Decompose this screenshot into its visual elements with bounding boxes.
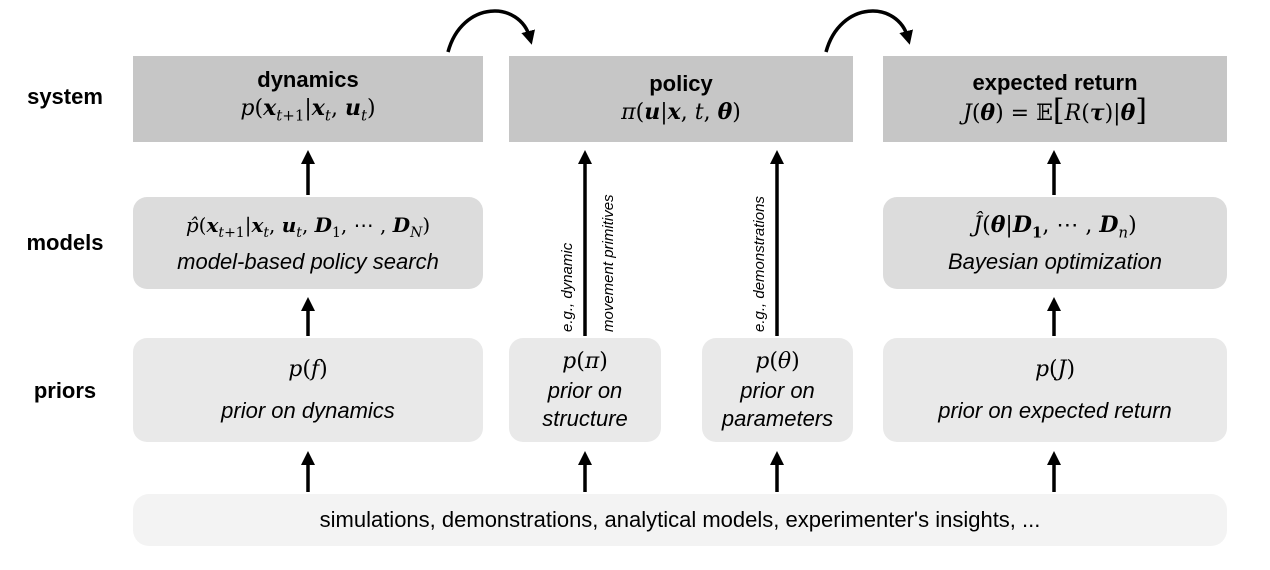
prior-dynamics-label: prior on dynamics [221, 398, 395, 423]
bayesian-optimization-label: Bayesian optimization [947, 248, 1162, 274]
expected-return-title: expected return [972, 69, 1138, 95]
prior-return-box: p(J) prior on expected return [883, 338, 1227, 442]
prior-structure-formula: p(π) [562, 349, 608, 374]
dynamics-box: dynamics p(xt+1|xt, ut) [133, 56, 483, 142]
prior-parameters-box: p(θ) prior on parameters [702, 338, 853, 442]
expected-return-formula: J(θ) = 𝔼[R(τ)|θ] [963, 92, 1147, 128]
sources-bar: simulations, demonstrations, analytical … [133, 494, 1227, 546]
sources-text: simulations, demonstrations, analytical … [319, 507, 1041, 532]
model-based-box: p̂(xt+1|xt, ut, D1, ⋯ , DN) model-based … [133, 197, 483, 289]
expected-return-box: expected return J(θ) = 𝔼[R(τ)|θ] [883, 56, 1227, 142]
policy-box: policy π(u|x, t, θ) [509, 56, 853, 142]
prior-structure-label-2: structure [542, 406, 628, 431]
prior-return-formula: p(J) [1034, 357, 1076, 382]
bayesian-optimization-box: Ĵ(θ|D1, ⋯ , Dn) Bayesian optimization [883, 197, 1227, 289]
curved-arrow-policy-to-expected-return [824, 9, 913, 53]
prior-return-label: prior on expected return [938, 398, 1172, 423]
dynamics-title: dynamics [257, 67, 359, 93]
policy-formula: π(u|x, t, θ) [621, 98, 741, 125]
prior-parameters-label-1: prior on [740, 378, 815, 403]
prior-structure-box: p(π) prior on structure [509, 338, 661, 442]
arrow-label-structure-2: movement primitives [600, 194, 617, 332]
row-label-models: models [26, 230, 104, 255]
curved-arrow-dynamics-to-policy [446, 9, 535, 53]
arrow-label-structure-1: e.g., dynamic [559, 242, 576, 332]
model-based-formula: p̂(xt+1|xt, ut, D1, ⋯ , DN) [185, 213, 431, 241]
policy-title: policy [649, 70, 713, 96]
prior-parameters-label-2: parameters [721, 406, 834, 431]
arrow-label-parameters: e.g., demonstrations [751, 196, 768, 332]
prior-structure-label-1: prior on [547, 378, 623, 403]
bayesian-optimization-formula: Ĵ(θ|D1, ⋯ , Dn) [973, 212, 1137, 242]
model-based-label: model-based policy search [177, 249, 439, 274]
prior-dynamics-box: p(f) prior on dynamics [133, 338, 483, 442]
prior-dynamics-formula: p(f) [288, 357, 328, 382]
prior-parameters-formula: p(θ) [755, 349, 800, 374]
row-label-priors: priors [33, 378, 97, 403]
dynamics-formula: p(xt+1|xt, ut) [240, 95, 376, 125]
row-label-system: system [27, 84, 103, 109]
